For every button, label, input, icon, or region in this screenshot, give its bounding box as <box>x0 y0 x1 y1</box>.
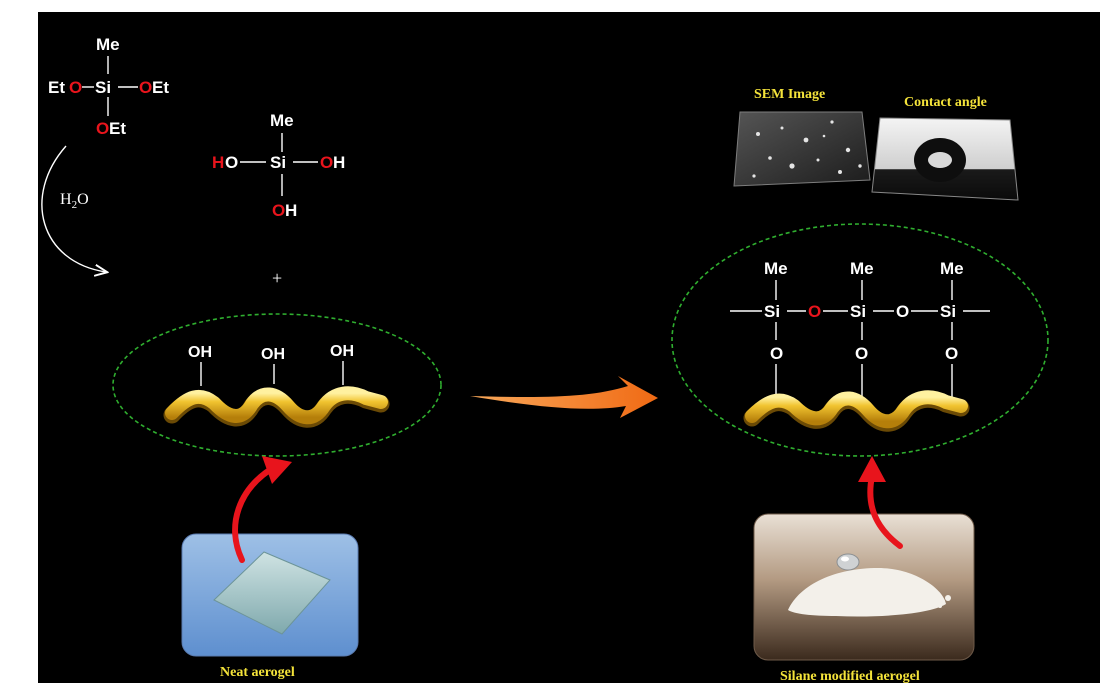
plus-sign: + <box>272 268 282 288</box>
sem-image <box>733 111 871 187</box>
water-sub: 2 <box>72 199 78 211</box>
substrate-oh-1: OH <box>188 344 212 361</box>
water-o: O <box>77 191 89 208</box>
sem-caption: SEM Image <box>754 87 825 102</box>
neat-pointer-arrow <box>232 463 279 563</box>
silane-aerogel-photo <box>753 513 975 661</box>
silanol-h-left: H <box>212 153 224 172</box>
silanol-o-bottom: O <box>272 201 285 220</box>
substrate-oh-3: OH <box>330 343 354 360</box>
product-si-2: Si <box>850 302 866 321</box>
reactant-o-left: O <box>69 78 82 97</box>
silanol-o-left: O <box>225 153 238 172</box>
silanol-h-bottom: H <box>285 201 297 220</box>
product-o-link-2: O <box>855 344 868 363</box>
reactant-me: Me <box>96 35 120 54</box>
product-me-1: Me <box>764 259 788 278</box>
substrate-oh-groups: OH OH OH <box>188 343 354 386</box>
hydrolysis-arrow <box>41 145 106 272</box>
substrate-ellipse <box>112 313 442 457</box>
contact-angle-caption: Contact angle <box>904 95 987 110</box>
silanol-molecule: Me H O Si O H O H <box>212 111 345 220</box>
silane-pointer-head <box>858 456 886 482</box>
product-network: Me Me Me Si O Si O Si O O O <box>730 259 990 406</box>
product-chain <box>743 390 970 432</box>
reactant-o-right: O <box>139 78 152 97</box>
reactant-et-left: Et <box>48 78 65 97</box>
product-o-link-1: O <box>770 344 783 363</box>
substrate-oh-2: OH <box>261 346 285 363</box>
reactant-et-bottom: Et <box>109 119 126 138</box>
product-si-1: Si <box>764 302 780 321</box>
substrate-chain <box>163 386 390 428</box>
water-label: H2O <box>60 191 89 211</box>
silanol-h-right: H <box>333 153 345 172</box>
process-arrow <box>470 376 658 418</box>
neat-aerogel-photo <box>181 533 359 657</box>
reactant-et-right: Et <box>152 78 169 97</box>
silane-pointer-arrow <box>867 473 903 549</box>
product-me-3: Me <box>940 259 964 278</box>
product-o-bridge-2: O <box>896 302 909 321</box>
product-ellipse <box>671 223 1049 457</box>
product-o-bridge-1: O <box>808 302 821 321</box>
neat-pointer-head <box>262 456 292 484</box>
contact-angle-image <box>871 117 1019 201</box>
silanol-me: Me <box>270 111 294 130</box>
silanol-si: Si <box>270 153 286 172</box>
silane-aerogel-caption: Silane modified aerogel <box>780 669 920 683</box>
water-h: H <box>60 191 72 208</box>
product-o-link-3: O <box>945 344 958 363</box>
product-me-2: Me <box>850 259 874 278</box>
neat-aerogel-caption: Neat aerogel <box>220 665 295 680</box>
product-si-3: Si <box>940 302 956 321</box>
reactant-molecule: Me Et O Si O Et O Et <box>48 35 169 138</box>
reactant-o-bottom: O <box>96 119 109 138</box>
silanol-o-right: O <box>320 153 333 172</box>
reactant-si: Si <box>95 78 111 97</box>
